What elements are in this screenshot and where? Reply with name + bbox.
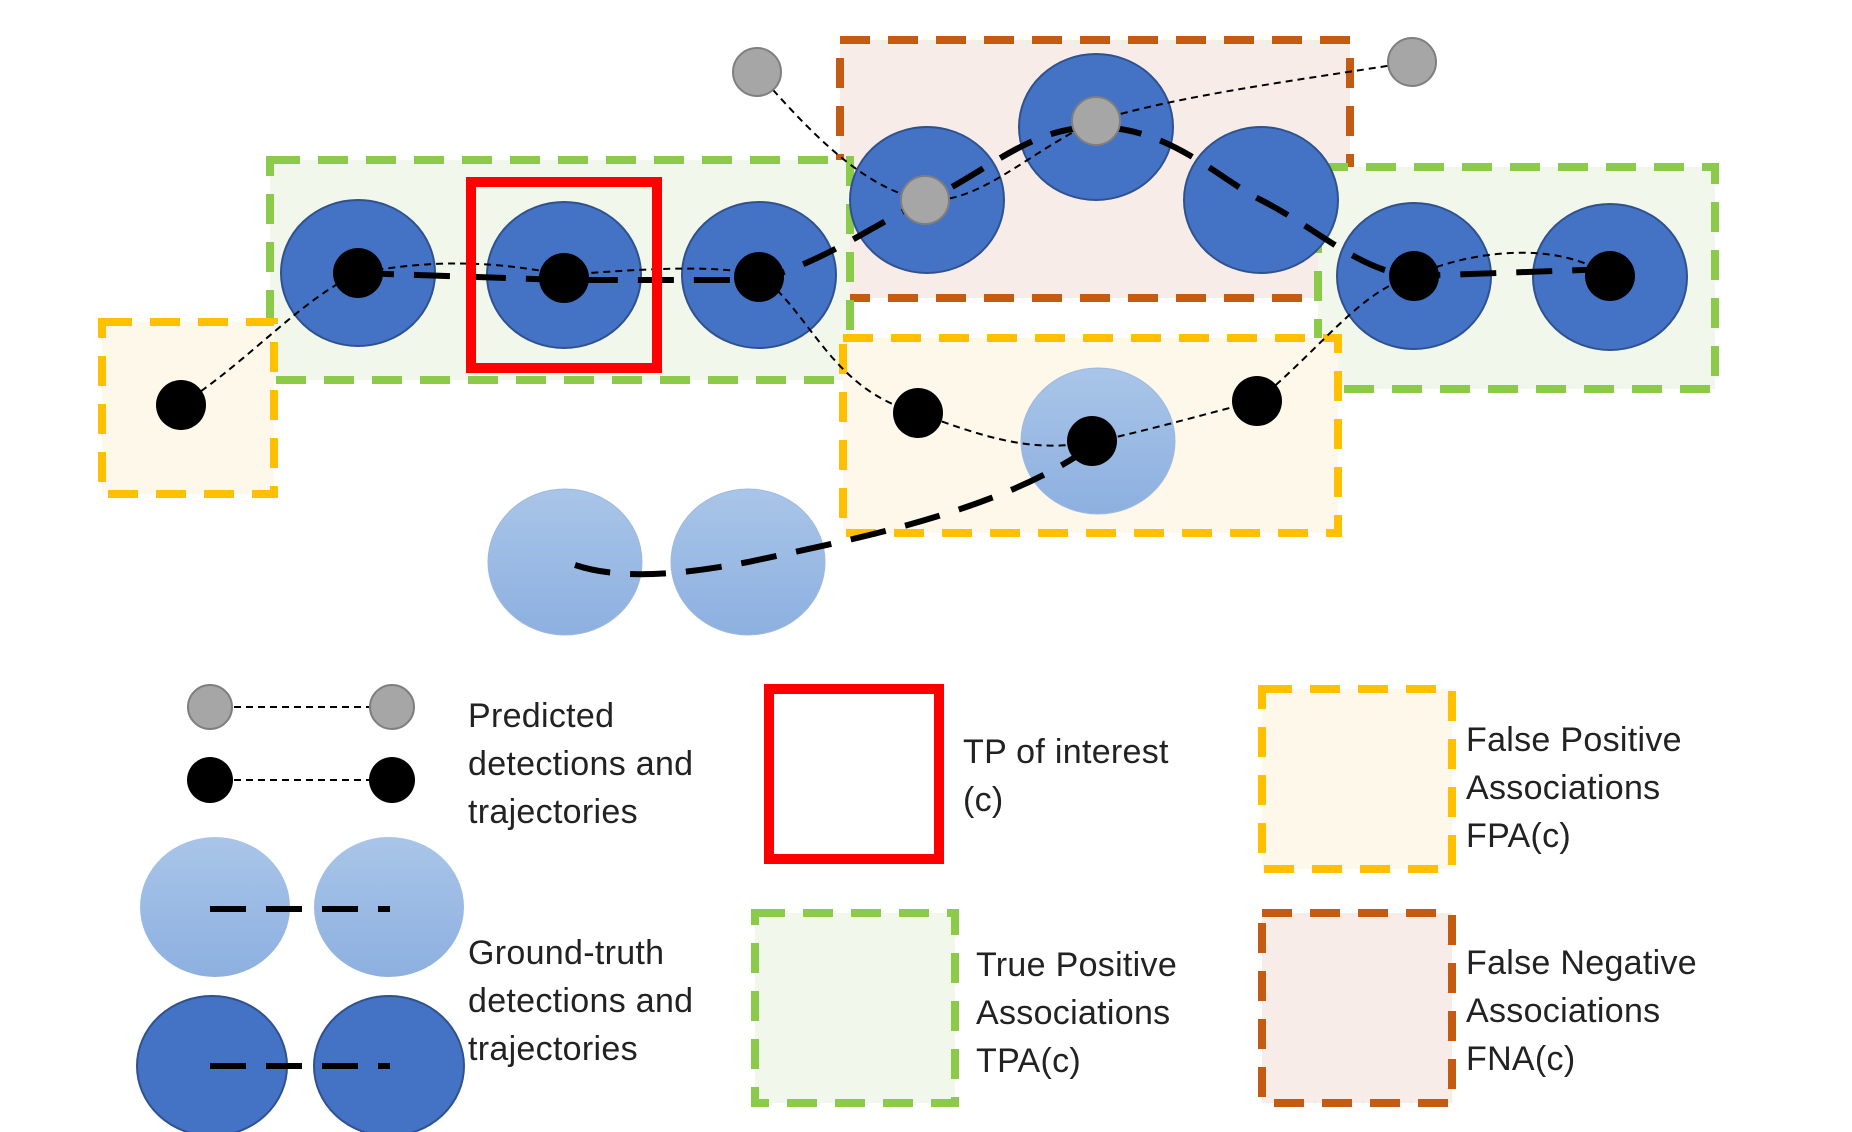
gt-detection-light <box>487 488 643 636</box>
pred-detection-gray <box>900 175 950 225</box>
pred-detection <box>156 380 206 430</box>
pred-detection <box>1585 251 1635 301</box>
legend-predicted-symbol <box>187 684 415 803</box>
pred-detection <box>1067 416 1117 466</box>
pred-detection <box>893 388 943 438</box>
legend-fpa-label: False Positive Associations FPA(c) <box>1466 721 1692 855</box>
legend-tp-of-interest-swatch <box>764 684 944 864</box>
pred-detection-gray <box>732 47 782 97</box>
pred-detection-gray <box>1071 96 1121 146</box>
pred-detection-gray <box>1387 37 1437 87</box>
legend-pred-gray-dot <box>369 684 415 730</box>
legend-predicted-label: Predicted detections and trajectories <box>468 697 703 831</box>
tp-of-interest-box <box>466 177 662 373</box>
legend-gt-label: Ground-truth detections and trajectories <box>468 934 703 1068</box>
legend-tpa-label: True Positive Associations TPA(c) <box>976 946 1187 1080</box>
legend-pred-gray-dot <box>187 684 233 730</box>
legend-tp-of-interest-label: TP of interest (c) <box>963 733 1179 819</box>
legend-gt-symbol <box>136 837 465 1132</box>
pred-detection <box>1232 376 1282 426</box>
legend-fna-label: False Negative Associations FNA(c) <box>1466 944 1707 1078</box>
gt-trajectory-main <box>357 123 1611 283</box>
gt-trajectory-secondary <box>574 438 1100 578</box>
pred-detections-gray <box>732 37 1437 225</box>
pred-detections-black <box>156 248 1635 466</box>
legend-pred-black-dot <box>369 757 415 803</box>
pred-detection <box>1389 251 1439 301</box>
fpa-region-left <box>98 318 278 498</box>
gt-detections-light <box>487 367 1176 636</box>
pred-detection <box>333 248 383 298</box>
pred-detection <box>539 253 589 303</box>
legend: Predicted detections and trajectories Gr… <box>136 684 1707 1132</box>
pred-detection <box>734 252 784 302</box>
legend-fpa-swatch <box>1258 685 1456 873</box>
legend-tpa-swatch <box>751 909 959 1107</box>
legend-fna-swatch <box>1258 909 1456 1107</box>
legend-pred-black-dot <box>187 757 233 803</box>
